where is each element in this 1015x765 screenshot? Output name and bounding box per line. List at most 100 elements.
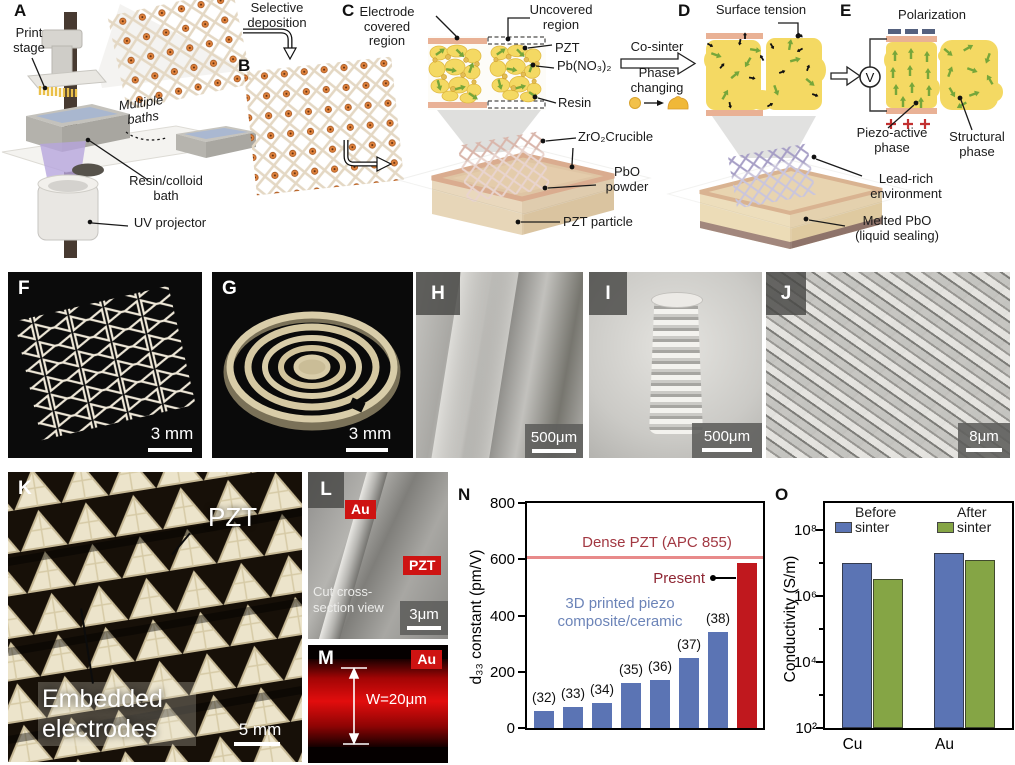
panel-letter-l: L [308,472,344,508]
present-label: Present [653,570,705,587]
scale-box-l: 3μm [400,601,448,635]
uv-projector-label: UV projector [133,215,207,230]
panel-letter-i: I [589,272,627,315]
scale-label-h: 500μm [530,428,578,446]
d33-bar [650,680,670,728]
pointer-lines-d [778,22,863,227]
panel-letter-k: K [18,478,32,499]
scale-bar-g [346,448,388,452]
lead-rich-label: Lead-rich environment [870,171,942,201]
legend-label: After sinter [957,504,992,536]
scale-box-h: 500μm [525,424,583,458]
pzt-lattice-photo [8,472,302,762]
panel-letter-b: B [238,56,251,75]
bar-ref-label: (37) [676,636,701,652]
scale-bar-k [234,742,280,746]
crucible-label: ZrO₂Crucible [578,129,654,144]
voltage-source-icon [859,66,881,88]
bar-ref-label: (35) [618,662,643,677]
panel-j-sem-crystals: J 8μm [766,272,1010,458]
panel-i-photo: I 500μm [589,272,762,458]
au-label-l: Au [345,500,376,519]
y-tick [518,502,525,504]
printed-screw-pillar [649,298,703,434]
dense-pzt-label: Dense PZT (APC 855) [582,533,732,551]
y-minor-tick [819,694,823,696]
scale-label-f: 3 mm [150,424,194,443]
bar-ref-label: (36) [647,659,672,675]
panel-l-sem: L Au PZT Cut cross- section view 3μm [308,472,448,639]
d33-bar [592,702,612,728]
print-stage-label: Print stage [13,25,45,55]
panel-h-sem: H 500μm [416,272,583,458]
surface-tension-label: Surface tension [715,2,807,17]
y-tick-label: 10² [795,720,817,737]
panel-letter-m: M [318,648,334,669]
pillar-top-cap [651,292,703,308]
y-tick-label: 10⁴ [793,654,817,671]
y-minor-tick [819,628,823,630]
panel-letter-h: H [416,272,460,315]
scale-box-i: 500μm [692,423,762,458]
panel-m-fluorescence: M Au W=20μm [308,645,448,763]
panel-letter-a: A [14,1,27,20]
y-tick-label: 10⁸ [793,522,817,539]
piezo-active-label: Piezo-active phase [856,125,928,155]
y-tick-label: 200 [489,663,515,681]
legend-swatch [937,522,954,533]
printed-lattice-zoom [107,0,253,111]
x-category-label: Au [935,736,954,753]
panel-k-photo: K PZT Embedded electrodes 5 mm [8,472,302,762]
sample-d [704,31,826,116]
pointer-dots-e [913,95,963,106]
uncovered-label: Uncovered region [529,2,593,32]
pointer-dots-a [42,85,93,225]
d33-bar [534,711,554,728]
y-tick [816,727,823,729]
d33-bar [679,657,699,728]
scale-bar-j [966,448,1002,452]
embedded-electrodes-label: Embedded electrodes [38,682,196,746]
pzt-label-l: PZT [403,556,442,575]
bar-ref-label: (34) [589,681,614,697]
pointer-lines-c [435,15,597,223]
scale-label-j: 8μm [969,428,999,445]
panel-letter-c: C [342,1,355,20]
present-arrow-dot [710,575,716,581]
bar-ref-label: (33) [560,685,585,701]
panel-letter-g: G [222,278,237,299]
panel-f-photo: F 3 mm [8,272,202,458]
pzt-label: PZT [555,40,580,55]
scale-bar-f [148,448,192,452]
crucible-d [666,116,918,266]
bar-ref-label: (38) [705,611,730,627]
pointer-lines-a [31,57,167,227]
width-value-label: W=20μm [366,691,427,708]
x-category-label: Cu [842,736,863,753]
lattice-photo [14,285,196,441]
pbo-powder-label: PbO powder [605,164,649,194]
scale-bar-h [532,448,576,453]
resin-label: Resin [558,95,592,110]
au-label-m: Au [411,650,442,669]
d33-bar [708,632,728,728]
panel-letter-n: N [458,485,471,504]
scale-label-k: 5 mm [238,720,282,739]
lattice-after-deposition [243,56,405,196]
pzt-particle-label: PZT particle [563,214,633,229]
scale-box-j: 8μm [958,423,1010,458]
y-tick [518,558,525,561]
printed-piezo-annotation: 3D printed piezo composite/ceramic [557,595,683,630]
cut-cross-section-label: Cut cross- section view [313,584,384,615]
scale-bar-i [702,448,752,452]
panel-letter-e: E [840,1,852,20]
phase-changing-label: Phase changing [630,65,684,95]
co-sinter-arrow [620,51,697,110]
spiral-photo [223,311,401,431]
legend-label: Before sinter [855,504,897,536]
y-tick-label: 600 [489,551,515,569]
